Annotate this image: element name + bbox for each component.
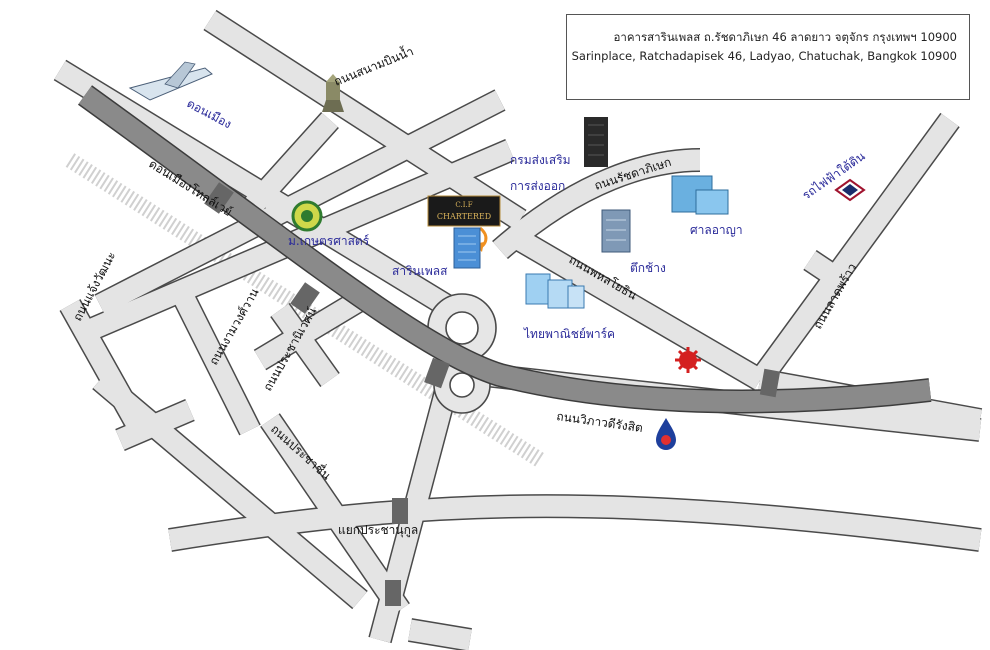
sarinplace-building-icon	[453, 227, 481, 269]
airplane-icon	[128, 61, 213, 101]
address-thai: อาคารสารินเพลส ถ.รัชดาภิเษก 46 ลาดยาว จต…	[613, 30, 957, 44]
road-label-prachanukul: แยกประชานุกูล	[338, 523, 418, 538]
elephant-tower-label: ตึกช้าง	[630, 261, 666, 275]
thai-park-building-icon	[525, 273, 585, 309]
thai-park-label: ไทยพาณิชย์พาร์ค	[523, 327, 615, 341]
expressway	[77, 85, 932, 606]
export-dept-label-2: การส่งออก	[510, 179, 565, 193]
sarinplace-label: สารินเพลส	[392, 264, 448, 278]
fuel-drop-icon	[656, 418, 676, 450]
address-box: อาคารสารินเพลส ถ.รัชดาภิเษก 46 ลาดยาว จต…	[566, 14, 970, 100]
court-building-icon	[671, 175, 729, 215]
airport-label: ดอนเมือง	[185, 96, 234, 131]
monument-icon	[322, 74, 344, 112]
kasetsart-label: ม.เกษตรศาสตร์	[288, 234, 370, 248]
road-label-ngamwongwan: ถนนงามวงศ์วาน	[206, 286, 261, 368]
address-english: Sarinplace, Ratchadapisek 46, Ladyao, Ch…	[571, 49, 957, 63]
chartered-label: CHARTERED	[437, 212, 491, 221]
court-label: ศาลอาญา	[690, 223, 743, 237]
kasetsart-logo-icon	[291, 200, 323, 232]
elephant-tower-icon	[601, 209, 631, 253]
subway-logo-icon	[834, 178, 866, 202]
road-label-vibhavadi: ถนนวิภาวดีรังสิต	[556, 409, 644, 435]
export-dept-label: กรมส่งเสริม	[510, 153, 571, 167]
export-building-icon	[584, 117, 608, 167]
chartered-sign-icon: C.I.F CHARTERED	[427, 195, 501, 227]
chartered-top-label: C.I.F	[455, 201, 472, 209]
road-label-sanambinnam: ถนนสนามบินน้ำ	[331, 42, 415, 89]
gear-icon	[675, 347, 701, 373]
